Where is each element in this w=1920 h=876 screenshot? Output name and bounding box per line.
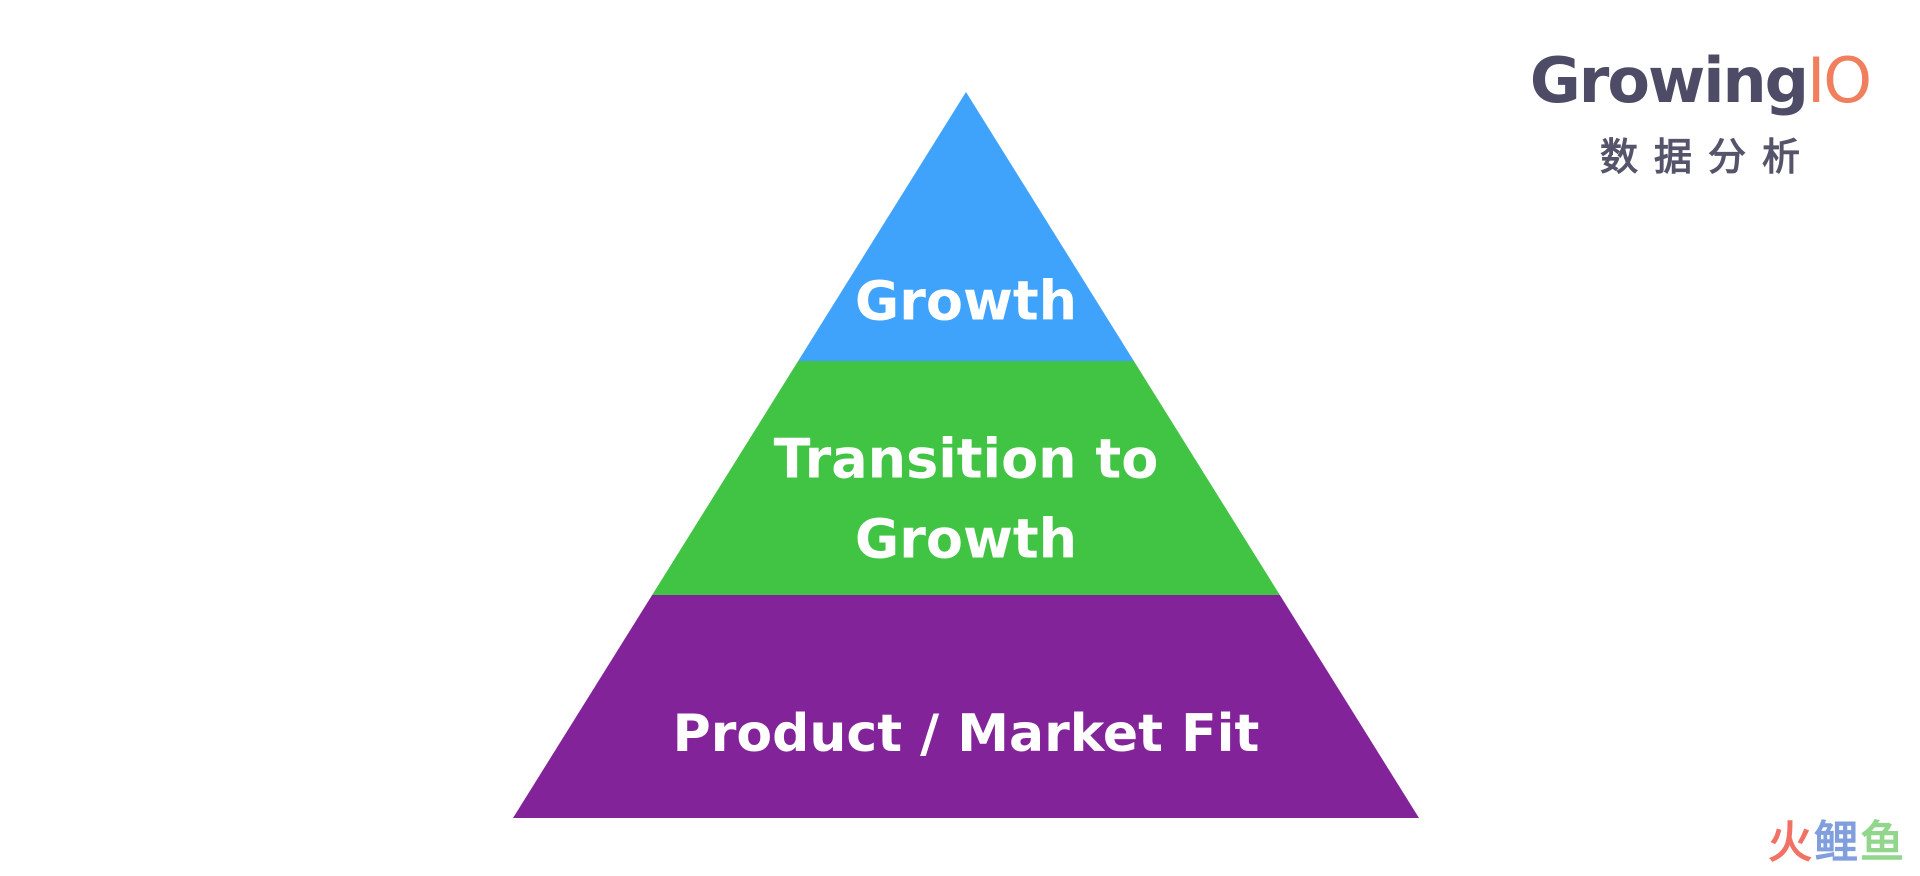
pyramid-tier-transition bbox=[652, 361, 1280, 595]
tier-label-transition-line-1: Transition to bbox=[774, 428, 1159, 491]
logo-brand-main: Growing bbox=[1529, 44, 1809, 117]
logo-wordmark: GrowingIO bbox=[1520, 50, 1880, 112]
watermark-char-1: 火 bbox=[1768, 817, 1814, 868]
tier-label-growth: Growth bbox=[855, 270, 1077, 333]
logo-subtitle: 数据分析 bbox=[1599, 135, 1816, 179]
pyramid-tier-growth bbox=[798, 92, 1134, 361]
logo-brand-accent: IO bbox=[1807, 44, 1872, 117]
tier-label-product-market-fit: Product / Market Fit bbox=[673, 704, 1260, 764]
watermark-char-2: 鲤 bbox=[1814, 817, 1860, 868]
growingio-logo: GrowingIO 数据分析 bbox=[1520, 50, 1880, 181]
watermark: 火鲤鱼 bbox=[1768, 806, 1906, 870]
pyramid-tier-product-market-fit bbox=[513, 595, 1419, 818]
watermark-char-3: 鱼 bbox=[1860, 817, 1906, 868]
tier-label-transition-line-2: Growth bbox=[855, 508, 1077, 571]
